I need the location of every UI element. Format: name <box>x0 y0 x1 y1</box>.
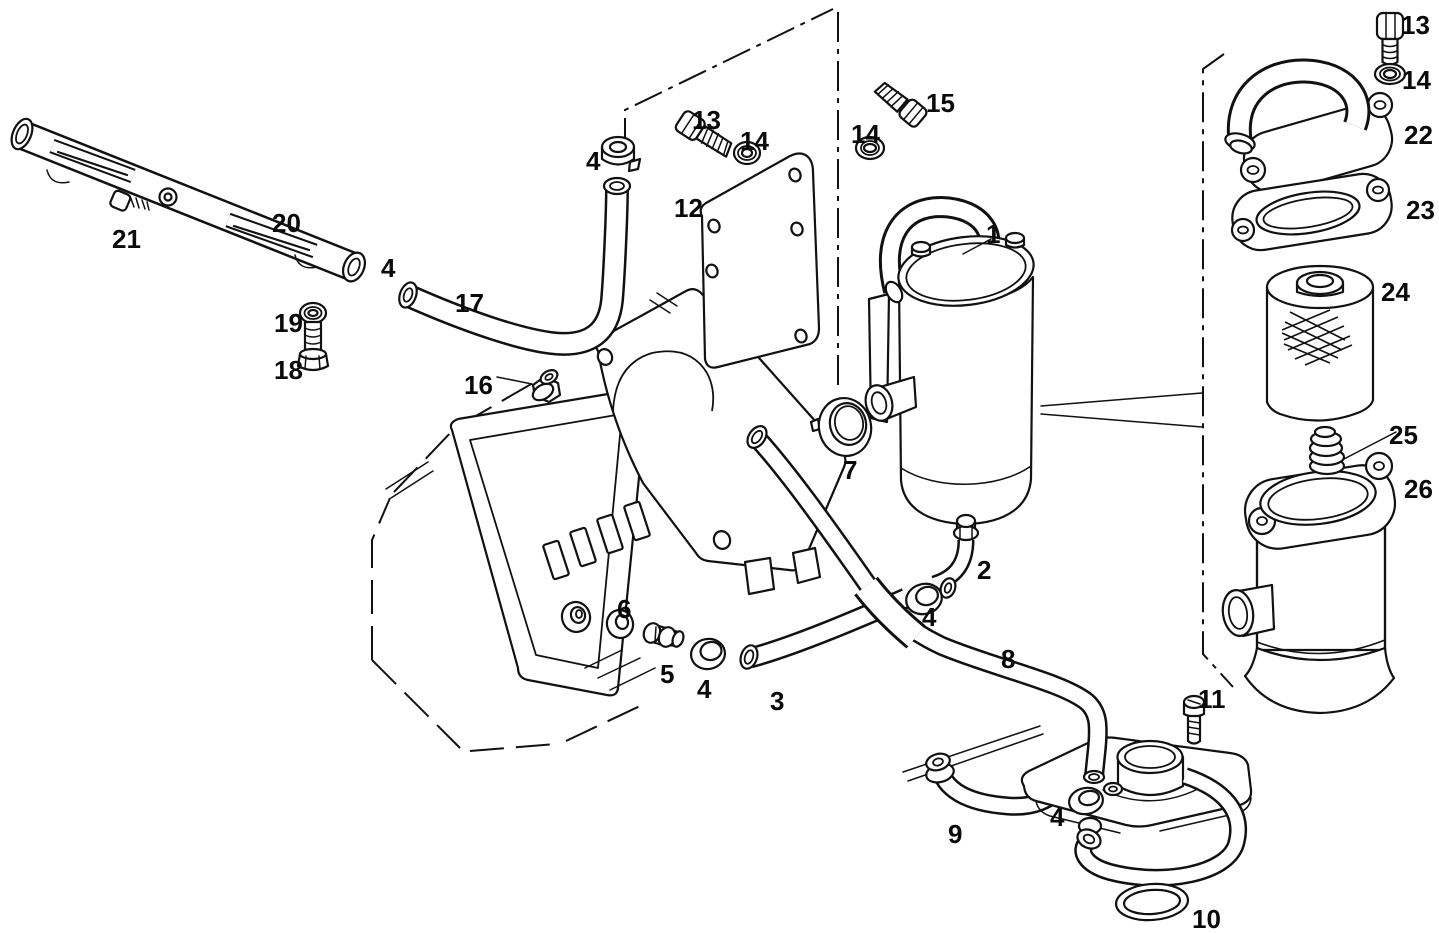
part-label-4-16: 4 <box>922 602 937 632</box>
washer-14-right <box>854 135 886 161</box>
elbow-fitting-2 <box>931 513 980 599</box>
breather-hose-17 <box>398 176 632 356</box>
part-label-17-3: 17 <box>455 288 484 318</box>
slotted-rod-20 <box>10 117 367 283</box>
section-boundary-lines <box>624 8 1234 688</box>
part-label-4-2: 4 <box>381 253 396 283</box>
part-label-14-27: 14 <box>1402 65 1431 95</box>
union-ring-4-bottom <box>1068 781 1124 816</box>
part-label-8-21: 8 <box>1001 644 1015 674</box>
filter-element-24 <box>1265 264 1375 422</box>
part-label-23-29: 23 <box>1406 195 1435 225</box>
engine-block-bosses <box>560 600 635 640</box>
part-label-12-10: 12 <box>674 193 703 223</box>
union-ring-4-canister <box>905 582 943 616</box>
part-label-25-31: 25 <box>1389 420 1418 450</box>
gasket-23 <box>1230 172 1393 252</box>
clamp-ring-7 <box>809 397 873 457</box>
part-label-21-0: 21 <box>112 224 141 254</box>
spring-25 <box>1308 425 1397 476</box>
part-label-1-13: 1 <box>986 219 1000 249</box>
bolt-13-right <box>1375 11 1405 66</box>
part-label-24-30: 24 <box>1381 277 1410 307</box>
manifold-boss <box>1102 739 1199 802</box>
union-ring-4-engine <box>689 637 727 671</box>
union-nut-4-top <box>600 135 642 173</box>
detail-view-leader-lines <box>1040 392 1203 428</box>
rod-slot <box>49 138 136 184</box>
detail-panel <box>1221 11 1407 715</box>
plug-fitting-16 <box>496 369 562 404</box>
bracket-plate-12 <box>699 152 821 369</box>
canister-side-port <box>864 375 918 422</box>
bottom-manifold-assembly <box>902 725 1253 887</box>
leader-line-1 <box>962 238 992 255</box>
part-label-2-15: 2 <box>977 555 991 585</box>
washer-19 <box>298 301 328 325</box>
bolt-18 <box>296 320 330 372</box>
part-label-4-24: 4 <box>1050 802 1065 832</box>
part-label-19-4: 19 <box>274 308 303 338</box>
o-ring-10 <box>1114 882 1190 922</box>
filter-housing-26 <box>1221 451 1397 715</box>
elbow-cover-22 <box>1224 58 1394 194</box>
part-label-14-9: 14 <box>740 126 769 156</box>
return-pipe <box>1074 767 1248 887</box>
part-label-13-8: 13 <box>692 105 721 135</box>
lid-stud <box>1004 231 1026 249</box>
engine-block-slots <box>542 500 651 581</box>
part-label-15-12: 15 <box>926 88 955 118</box>
part-label-11-22: 11 <box>1198 684 1226 714</box>
part-label-14-11: 14 <box>851 119 880 149</box>
part-label-7-14: 7 <box>843 455 857 485</box>
part-label-18-5: 18 <box>274 355 303 385</box>
hose-8 <box>746 425 1108 785</box>
screw-21 <box>109 189 150 212</box>
part-label-10-25: 10 <box>1192 904 1221 933</box>
housing-side-port <box>1221 583 1276 638</box>
oil-fitting-5 <box>642 622 685 648</box>
part-label-3-20: 3 <box>770 686 784 716</box>
part-label-6-17: 6 <box>617 594 631 624</box>
part-label-5-18: 5 <box>660 659 674 689</box>
part-label-20-1: 20 <box>272 208 301 238</box>
part-label-16-6: 16 <box>464 370 493 400</box>
separator-canister-1 <box>864 196 1203 526</box>
part-label-26-32: 26 <box>1404 474 1433 504</box>
filter-crosshatch <box>1281 309 1353 366</box>
mounting-bracket <box>594 287 847 596</box>
part-label-4-19: 4 <box>697 674 712 704</box>
screw-11 <box>1182 694 1206 745</box>
part-label-9-23: 9 <box>948 819 962 849</box>
part-label-4-7: 4 <box>586 146 601 176</box>
washer-14-middle <box>732 140 762 166</box>
bolt-15 <box>873 81 928 128</box>
part-label-22-28: 22 <box>1404 120 1433 150</box>
lid-stud <box>910 240 932 258</box>
rod-slot <box>225 212 318 259</box>
engine-block <box>371 375 727 752</box>
part-label-13-26: 13 <box>1401 10 1430 40</box>
washer-14-panel <box>1373 62 1407 86</box>
bolt-13-middle <box>674 110 733 158</box>
leader-line-25 <box>1343 431 1397 460</box>
